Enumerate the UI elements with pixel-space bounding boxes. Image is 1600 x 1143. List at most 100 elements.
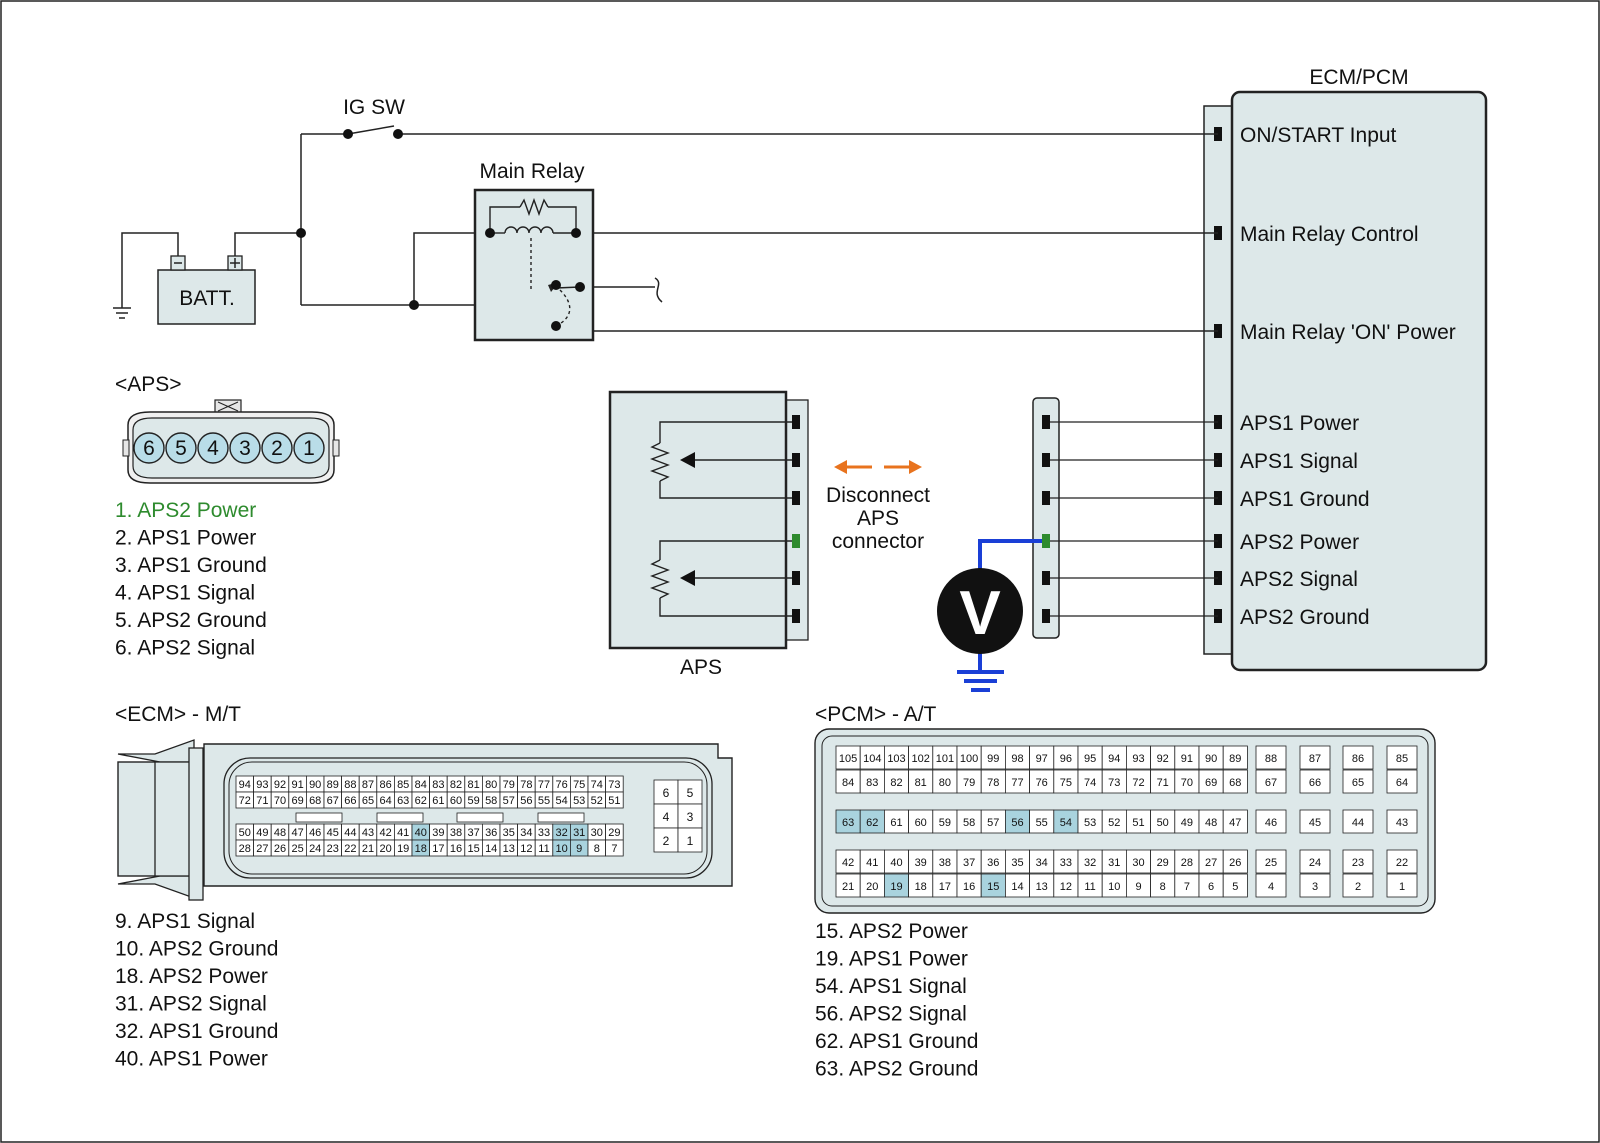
ecm-pin-number: 60	[450, 795, 462, 807]
aps-pin-number: 3	[239, 437, 251, 460]
ecm-pin-number: 13	[503, 843, 515, 855]
pcm-pin-number: 85	[1396, 753, 1408, 765]
pcm-pin-number: 50	[1157, 817, 1169, 829]
pcm-pin-number: 21	[842, 881, 854, 893]
pcm-pin-number: 29	[1157, 857, 1169, 869]
pcm-pin-cell	[1299, 769, 1331, 794]
aps-pin-number: 5	[175, 437, 187, 460]
pcm-pin-number: 57	[987, 817, 999, 829]
pcm-pin-number: 4	[1268, 881, 1274, 893]
pcm-pin-number: 13	[1036, 881, 1048, 893]
ecm-pin-label: APS2 Power	[1240, 531, 1359, 554]
ecm-pin-number: 4	[663, 810, 670, 824]
ecm-pin-number: 76	[555, 779, 567, 791]
ecm-pin-label: APS2 Ground	[1240, 606, 1370, 629]
ecm-pin-number: 39	[432, 827, 444, 839]
ecm-pin-number: 52	[591, 795, 603, 807]
ecm-pin-item: 18. APS2 Power	[115, 965, 268, 988]
pcm-pin-number: 11	[1084, 881, 1095, 893]
pcm-pin-number: 19	[890, 881, 902, 893]
ecm-pin-number: 58	[485, 795, 497, 807]
pcm-pin-number: 18	[915, 881, 927, 893]
pcm-pin-number: 51	[1132, 817, 1144, 829]
ecm-pin-number: 12	[520, 843, 532, 855]
pcm-pin-number: 15	[987, 881, 999, 893]
pcm-pin-number: 7	[1184, 881, 1190, 893]
pcm-pin-number: 32	[1084, 857, 1096, 869]
pcm-pin-number: 67	[1265, 777, 1277, 789]
ecm-pin-number: 89	[327, 779, 339, 791]
pcm-pin-cell	[1222, 873, 1248, 898]
ecm-pin-number: 37	[467, 827, 479, 839]
aps-pin-circle	[261, 432, 293, 464]
ecm-pin-number: 41	[397, 827, 409, 839]
pcm-pin-number: 104	[863, 753, 881, 765]
ecm-pin-number: 88	[344, 779, 356, 791]
ecm-pin-number: 44	[344, 827, 356, 839]
disconnect-label-line1: Disconnect	[826, 484, 930, 507]
aps-pin-item: 5. APS2 Ground	[115, 609, 267, 632]
ecm-pin-number: 82	[450, 779, 462, 791]
battery-label: BATT.	[179, 287, 235, 310]
ecm-pin-number: 3	[687, 810, 694, 824]
ecm-pin-number: 71	[256, 795, 268, 807]
pcm-pin-number: 10	[1108, 881, 1120, 893]
pcm-pin-number: 76	[1036, 777, 1048, 789]
pcm-pin-item: 15. APS2 Power	[815, 920, 968, 943]
ecm-pin-number: 17	[432, 843, 444, 855]
ecm-pin-number: 93	[256, 779, 268, 791]
pcm-pin-number: 71	[1157, 777, 1169, 789]
pcm-pin-number: 87	[1309, 753, 1321, 765]
ecm-pin-item: 40. APS1 Power	[115, 1048, 268, 1071]
pcm-pin-number: 43	[1396, 817, 1408, 829]
ecm-pin-number: 28	[239, 843, 251, 855]
battery: BATT.	[157, 255, 256, 325]
pcm-pin-number: 101	[936, 753, 954, 765]
ecm-pin-number: 30	[591, 827, 603, 839]
ecm-pin-number: 23	[327, 843, 339, 855]
ecm-pin-number: 14	[485, 843, 497, 855]
pcm-pin-cell	[1299, 745, 1331, 770]
pcm-pin-number: 78	[987, 777, 999, 789]
pcm-pin-number: 75	[1060, 777, 1072, 789]
pcm-pin-number: 91	[1181, 753, 1193, 765]
aps-pin-number: 2	[271, 437, 283, 460]
ecm-pin-number: 64	[379, 795, 391, 807]
ecm-pin-item: 10. APS2 Ground	[115, 938, 278, 961]
pcm-pin-number: 53	[1084, 817, 1096, 829]
pcm-pin-cell	[1222, 849, 1248, 874]
pcm-pin-number: 102	[912, 753, 930, 765]
pcm-pin-cell	[1386, 809, 1418, 834]
pcm-pin-number: 12	[1060, 881, 1072, 893]
ecm-pin-label: APS2 Signal	[1240, 568, 1358, 591]
ecm-pin-number: 5	[687, 786, 694, 800]
pcm-pin-cell	[1386, 769, 1418, 794]
pcm-pin-number: 100	[960, 753, 978, 765]
pcm-pin-number: 103	[887, 753, 905, 765]
pcm-pin-number: 94	[1108, 753, 1120, 765]
pcm-pin-number: 26	[1229, 857, 1241, 869]
ecm-pin-number: 27	[256, 843, 268, 855]
ecm-pin-number: 33	[538, 827, 550, 839]
pcm-pin-number: 89	[1229, 753, 1241, 765]
pcm-pin-cell	[1222, 745, 1248, 770]
pcm-pin-number: 14	[1011, 881, 1023, 893]
pcm-pin-cell	[1386, 873, 1418, 898]
pcm-pin-cell	[1342, 873, 1374, 898]
ecm-pin-number: 75	[573, 779, 585, 791]
ecm-pin-number: 35	[503, 827, 515, 839]
pcm-pin-number: 59	[939, 817, 951, 829]
pcm-pin-number: 28	[1181, 857, 1193, 869]
pcm-pin-cell	[1342, 769, 1374, 794]
pcm-pin-number: 54	[1060, 817, 1072, 829]
ecm-pin-number: 40	[415, 827, 427, 839]
ecm-pin-number: 18	[415, 843, 427, 855]
harness-connector	[1032, 397, 1218, 639]
pcm-pin-cell	[1255, 809, 1287, 834]
ecm-pin-number: 87	[362, 779, 374, 791]
aps-pin-circle	[293, 432, 325, 464]
ecm-pcm-module: ECM/PCM	[1203, 66, 1488, 672]
